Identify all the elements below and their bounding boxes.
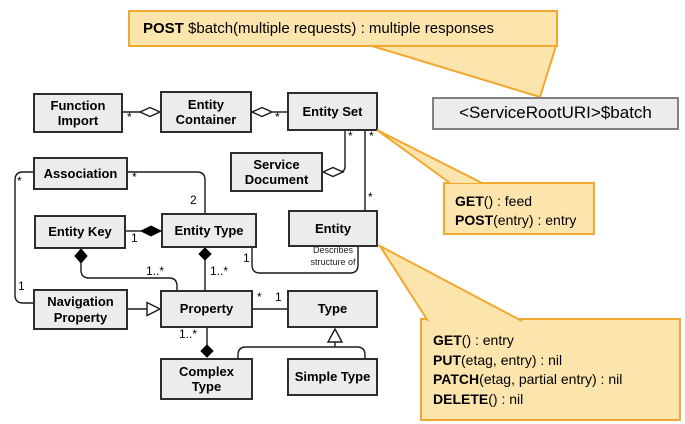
node-entity-type: Entity Type xyxy=(161,213,257,248)
node-entity-key: Entity Key xyxy=(34,215,126,249)
connector-types-generalization xyxy=(237,327,366,358)
node-association: Association xyxy=(33,157,128,190)
callout-text: PUT(etag, entry) : nil xyxy=(433,351,563,368)
multiplicity-label: 2 xyxy=(190,193,197,207)
node-simple-type: Simple Type xyxy=(287,358,378,396)
multiplicity-label: * xyxy=(369,129,374,143)
multiplicity-label: 1..* xyxy=(210,264,229,278)
callout-text: PATCH(etag, partial entry) : nil xyxy=(433,371,623,387)
multiplicity-label: * xyxy=(275,110,280,124)
multiplicity-label: * xyxy=(348,129,353,143)
node-entity-set: Entity Set xyxy=(287,92,378,131)
node-entity-container: Entity Container xyxy=(160,91,252,133)
node-function-import: Function Import xyxy=(33,93,123,133)
node-complex-type: Complex Type xyxy=(160,358,253,400)
node-service-document: Service Document xyxy=(230,152,323,192)
node-type: Type xyxy=(287,290,378,328)
connector-property-complex-type xyxy=(200,328,214,358)
callout-entity-operations: GET() : entry PUT(etag, entry) : nil PAT… xyxy=(420,318,681,421)
callout-text: POST(entry) : entry xyxy=(455,212,577,228)
multiplicity-label: * xyxy=(257,290,262,304)
callout-text: POST $batch(multiple requests) : multipl… xyxy=(143,20,494,37)
multiplicity-label: 1 xyxy=(131,231,138,245)
multiplicity-label: * xyxy=(132,170,137,184)
callout-text: GET() : entry xyxy=(433,332,514,348)
multiplicity-label: * xyxy=(17,174,22,188)
multiplicity-label: 1..* xyxy=(179,327,198,341)
callout-post-batch: POST $batch(multiple requests) : multipl… xyxy=(128,10,558,47)
connector-entity-set-service-document xyxy=(321,131,346,178)
multiplicity-label: * xyxy=(127,110,132,124)
node-service-root-uri: <ServiceRootURI>$batch xyxy=(432,97,679,130)
multiplicity-label: * xyxy=(368,190,373,204)
node-navigation-property: Navigation Property xyxy=(33,289,128,330)
connector-entity-container-entity-set xyxy=(250,106,287,118)
callout-text: DELETE() : nil xyxy=(433,390,524,407)
node-entity: Entity xyxy=(288,210,378,247)
describes-structure-label: Describes structure of xyxy=(310,245,356,267)
callout-tail-entity xyxy=(377,243,523,322)
node-property: Property xyxy=(160,290,253,328)
multiplicity-label: 1 xyxy=(243,251,250,265)
callout-tail-batch xyxy=(371,45,558,99)
callout-tail-entity-set xyxy=(376,129,483,184)
connector-navigation-property-property xyxy=(128,301,162,317)
multiplicity-label: 1 xyxy=(18,279,25,293)
callout-text: GET() : feed xyxy=(455,193,533,209)
callout-entity-set-operations: GET() : feed POST(entry) : entry xyxy=(443,182,595,235)
multiplicity-label: 1 xyxy=(275,290,282,304)
multiplicity-label: 1..* xyxy=(146,264,165,278)
